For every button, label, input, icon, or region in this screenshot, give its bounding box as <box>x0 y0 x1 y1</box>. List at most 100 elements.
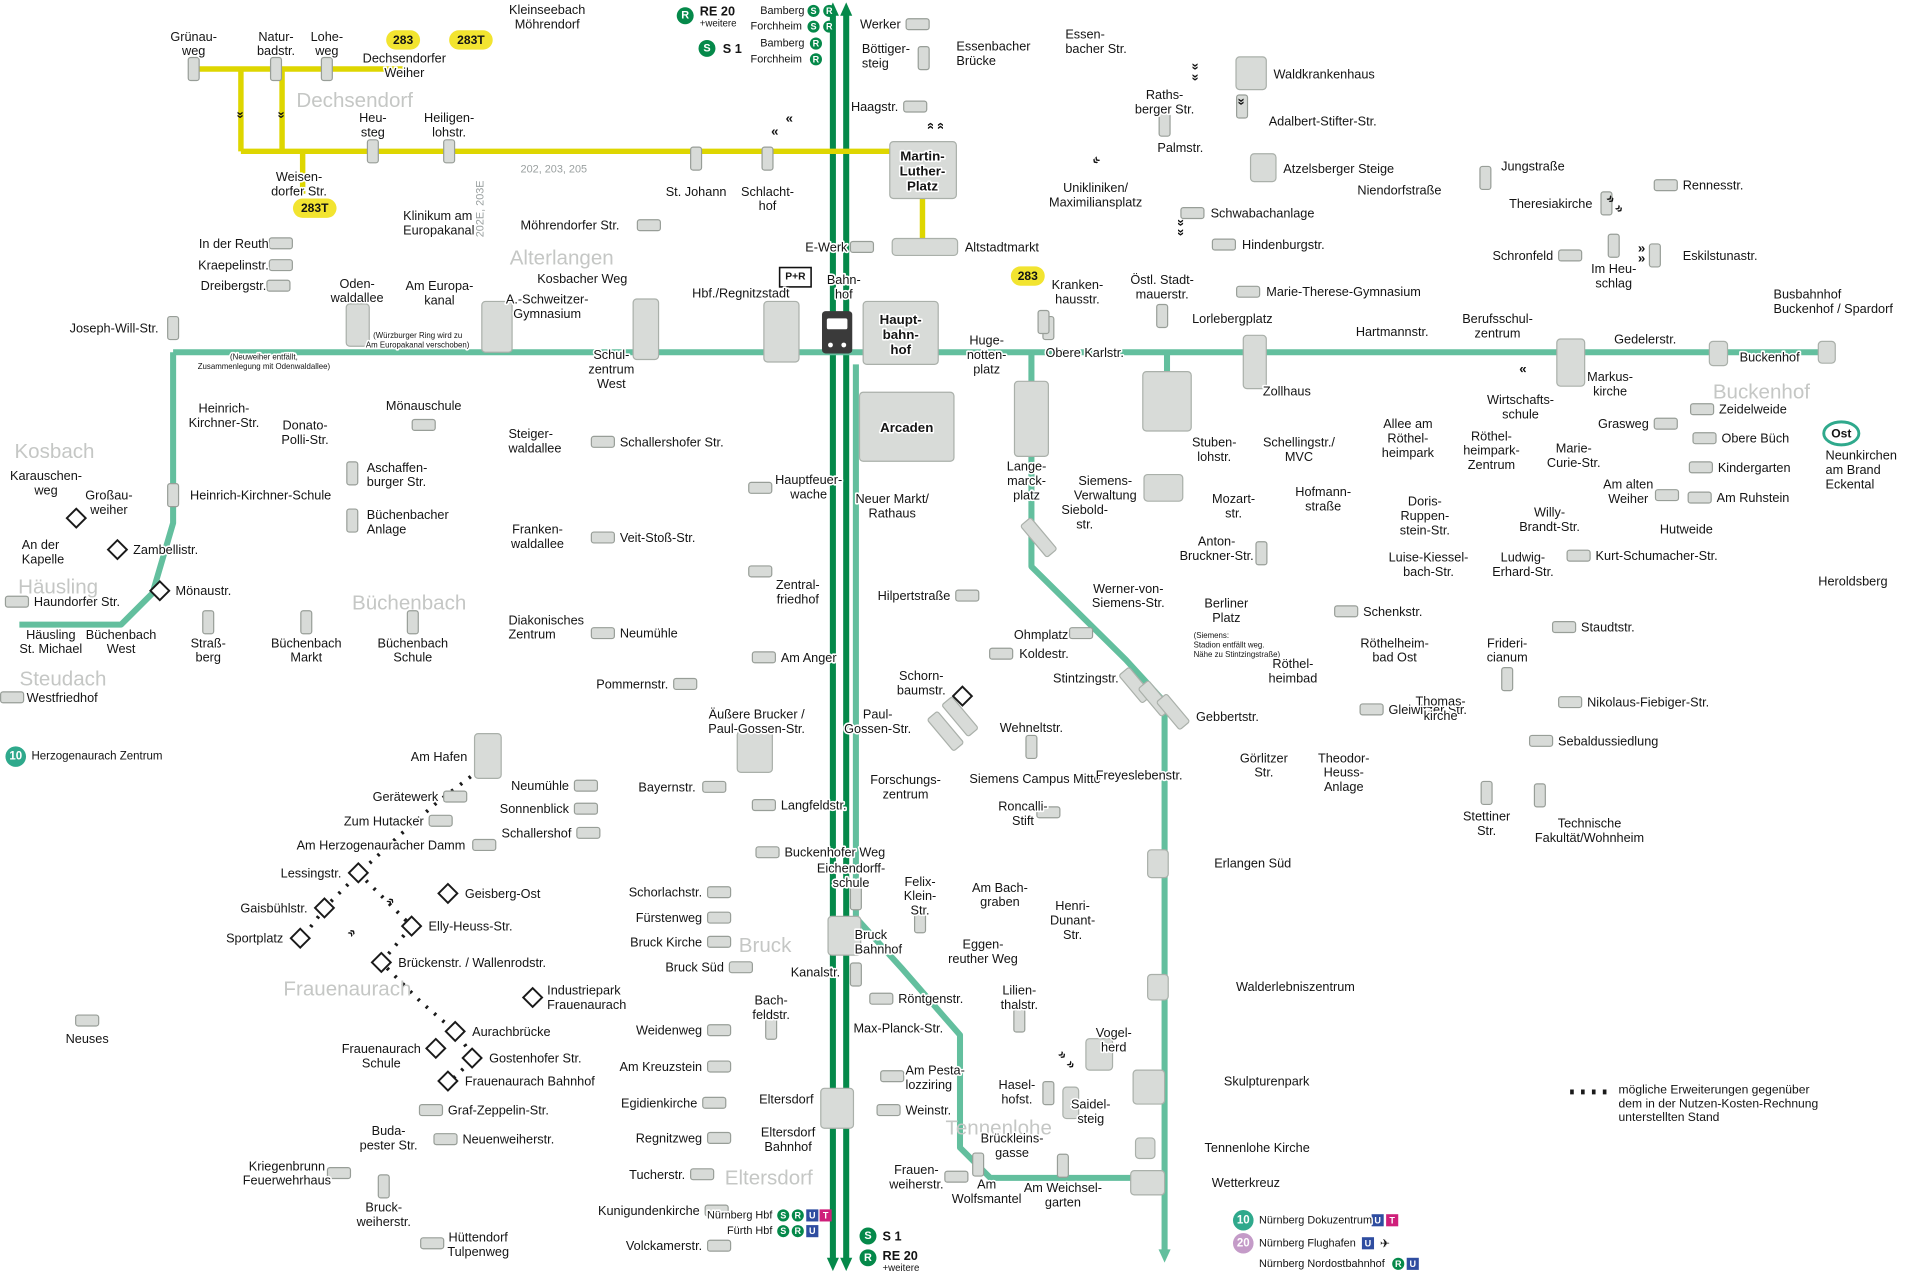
stop-marker-am-alten-weiher <box>1654 489 1680 502</box>
stop-marker-büchenbach-markt <box>300 610 313 635</box>
stop-marker-obere-büch <box>1692 432 1717 445</box>
direction-chevron: » <box>932 122 947 129</box>
stop-marker-kurt-schumacher-str <box>1566 549 1591 562</box>
stop-schronfeld: Schronfeld <box>1492 248 1553 263</box>
stop-marker-technische-fakultät-wohnheim <box>1533 783 1546 808</box>
stop-großau-weiher: Großau-weiher <box>85 488 132 517</box>
station-box <box>1147 973 1169 1001</box>
stop-kunigundenkirche: Kunigundenkirche <box>598 1203 700 1218</box>
mini-badge-s <box>698 39 716 57</box>
station-box <box>858 391 955 462</box>
stop-marker-egidienkirche <box>702 1096 727 1109</box>
stop-zambellistr: Zambellistr. <box>133 542 198 557</box>
stop-neumühle: Neumühle <box>511 778 569 793</box>
stop-bayernstr: Bayernstr. <box>638 779 695 794</box>
stop-marker-neumühle <box>590 627 615 640</box>
station-box <box>1235 56 1267 91</box>
stop-aurachbrücke: Aurachbrücke <box>472 1024 550 1039</box>
mini-badge-s <box>777 1225 790 1238</box>
stop-marker-werker <box>905 18 930 31</box>
stop-marker-gleiwitzer-str <box>1359 703 1384 716</box>
stop-franken-waldallee: Franken-waldallee <box>510 522 564 551</box>
stop-heinrich-kirchner-schule: Heinrich-Kirchner-Schule <box>190 488 331 503</box>
stop-max-planck-str: Max-Planck-Str. <box>853 1020 943 1035</box>
stop-elly-heuss-str: Elly-Heuss-Str. <box>429 919 513 934</box>
stop-regnitzweg: Regnitzweg <box>636 1130 702 1145</box>
stop-schallershof: Schallershof <box>501 825 571 840</box>
stop-donato-polli-str: Donato-Polli-Str. <box>281 417 328 446</box>
stop-hindenburgstr: Hindenburgstr. <box>1242 237 1325 252</box>
stop-werner-von-siemens-str: Werner-von-Siemens-Str. <box>1092 581 1165 610</box>
stop-östl-stadt-mauerstr: Östl. Stadt-mauerstr. <box>1130 272 1194 301</box>
stop-mönaustr: Mönaustr. <box>176 583 232 598</box>
route-badge-283t <box>292 198 337 218</box>
stop-marker-zeidelweide <box>1689 403 1715 416</box>
stop-marker-bruck-weiherstr <box>377 1174 390 1199</box>
stop-a-schweitzer-gymnasium: A.-Schweitzer-Gymnasium <box>506 292 589 321</box>
stop-marker-eskilstunastr <box>1648 243 1661 268</box>
mini-badge-label-s: S <box>703 42 710 54</box>
station-box <box>862 300 939 365</box>
stop-marker-am-kreuzstein <box>706 1060 732 1073</box>
stop-langfeldstr: Langfeldstr. <box>781 798 847 813</box>
legend-text-s-1: S 1 <box>723 41 742 56</box>
stop-marker-lohe-weg <box>320 56 333 82</box>
station-box <box>889 141 957 200</box>
route-badge-283t <box>449 30 493 50</box>
stop-buckenhofer-weg: Buckenhofer Weg <box>784 845 885 860</box>
stop-lorlebergplatz: Lorlebergplatz <box>1192 311 1273 326</box>
line-number-label-10: 10 <box>1237 1214 1250 1226</box>
route-badge-label-283t: 283T <box>457 33 485 47</box>
station-box <box>1817 340 1836 364</box>
stop-unikliniken-maximiliansplatz: Unikliniken/Maximiliansplatz <box>1049 180 1142 209</box>
district-label-eltersdorf: Eltersdorf <box>725 1166 813 1189</box>
stop-bruck-kirche: Bruck Kirche <box>630 934 702 949</box>
mini-badge-label-u: U <box>1374 1215 1381 1225</box>
stop-kanalstr: Kanalstr. <box>791 965 840 980</box>
stop-atzelsberger-steige: Atzelsberger Steige <box>1283 161 1394 176</box>
route-badge-label-283: 283 <box>1018 269 1038 283</box>
stop-marker-gerätewerk <box>443 790 468 803</box>
stop-marker-kanalstr <box>849 962 862 987</box>
stop-siemens-campus-mitte: Siemens Campus Mitte <box>969 771 1100 786</box>
stop-buda-pester-str: Buda-pester Str. <box>360 1123 418 1152</box>
stop-hasel-hofst: Hasel-hofst. <box>999 1077 1036 1106</box>
line-arrowhead <box>1158 1249 1171 1263</box>
route-number-label: 202E, 203E <box>475 180 487 237</box>
stop-marker-straß-berg <box>202 610 215 635</box>
stop-marker-hasel-hofst <box>1042 1081 1055 1106</box>
stop-marker-jungstraße <box>1479 165 1492 191</box>
stop-marker-grasweg <box>1653 417 1678 430</box>
stop-marker-neuenweiherstr <box>433 1133 458 1146</box>
stop-steiger-waldallee: Steiger-waldallee <box>507 426 561 455</box>
stop-marker-heiligen-lohstr <box>443 139 456 164</box>
stop-möhrendorfer-str: Möhrendorfer Str. <box>521 218 620 233</box>
mini-badge-label-s: S <box>864 1230 871 1242</box>
mini-badge-label-r: R <box>864 1252 872 1264</box>
stop-buckenhof: Buckenhof <box>1740 350 1801 365</box>
stop-neuer-markt-rathaus: Neuer Markt/Rathaus <box>855 491 929 520</box>
direction-chevron: » <box>771 126 778 141</box>
stop-marker-fürstenweg <box>706 911 732 924</box>
extension-stop-diamond <box>951 685 974 707</box>
stop-marker-neumühle <box>573 779 599 792</box>
station-box <box>763 300 800 363</box>
stop-marker-hüttendorf-tulpenweg <box>420 1237 445 1250</box>
mini-badge-ubahn <box>1406 1257 1419 1270</box>
stop-marker-anton-bruckner-str <box>1255 541 1268 566</box>
mini-badge-label-r: R <box>826 22 833 32</box>
district-label-büchenbach: Büchenbach <box>352 591 466 614</box>
direction-chevron: » <box>922 122 937 129</box>
direction-chevron: » <box>1174 219 1189 226</box>
train-icon-wheel <box>828 342 833 348</box>
stop-skulpturenpark: Skulpturenpark <box>1224 1074 1310 1089</box>
stop-roncalli-stift: Roncalli-Stift <box>998 799 1047 828</box>
stop-schlacht-hof: Schlacht-hof <box>741 184 794 213</box>
